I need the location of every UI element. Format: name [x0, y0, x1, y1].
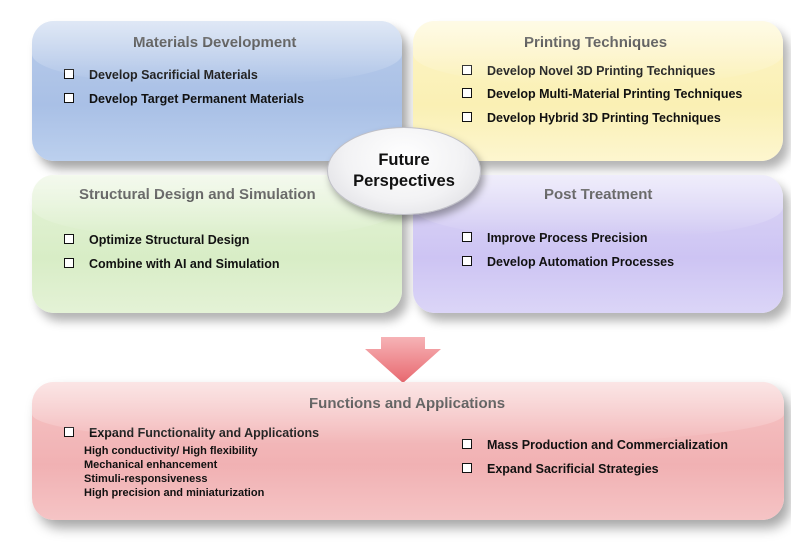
functions-sub-item-3: Stimuli-responsiveness: [84, 473, 208, 485]
checkbox-icon: [462, 439, 472, 449]
checkbox-icon: [462, 232, 472, 242]
checkbox-icon: [64, 258, 74, 268]
materials-development-title: Materials Development: [133, 34, 297, 51]
structural-item-2: Combine with AI and Simulation: [64, 257, 280, 271]
post-item-2: Develop Automation Processes: [462, 255, 674, 269]
checkbox-icon: [64, 69, 74, 79]
functions-sub-item-4: High precision and miniaturization: [84, 487, 265, 499]
checkbox-icon: [462, 463, 472, 473]
printing-techniques-panel: Printing Techniques Develop Novel 3D Pri…: [413, 21, 783, 161]
functions-right-item-1: Mass Production and Commercialization: [462, 438, 728, 452]
post-item-1: Improve Process Precision: [462, 231, 648, 245]
printing-item-1: Develop Novel 3D Printing Techniques: [462, 64, 715, 78]
functions-main-item: Expand Functionality and Applications: [64, 426, 319, 440]
post-treatment-title: Post Treatment: [544, 186, 653, 203]
printing-techniques-title: Printing Techniques: [524, 34, 668, 51]
structural-item-1: Optimize Structural Design: [64, 233, 249, 247]
future-perspectives-ellipse: Future Perspectives: [327, 127, 481, 215]
checkbox-icon: [64, 427, 74, 437]
materials-item-2: Develop Target Permanent Materials: [64, 92, 304, 106]
checkbox-icon: [64, 93, 74, 103]
structural-design-title: Structural Design and Simulation: [79, 186, 316, 203]
checkbox-icon: [462, 112, 472, 122]
functions-sub-item-2: Mechanical enhancement: [84, 459, 218, 471]
printing-item-2: Develop Multi-Material Printing Techniqu…: [462, 87, 742, 101]
down-arrow-icon: [365, 337, 441, 383]
checkbox-icon: [462, 256, 472, 266]
functions-applications-panel: Functions and Applications Expand Functi…: [32, 382, 784, 520]
functions-right-item-2: Expand Sacrificial Strategies: [462, 462, 659, 476]
materials-development-panel: Materials Development Develop Sacrificia…: [32, 21, 402, 161]
post-treatment-panel: Post Treatment Improve Process Precision…: [413, 175, 783, 313]
materials-item-1: Develop Sacrificial Materials: [64, 68, 258, 82]
checkbox-icon: [462, 65, 472, 75]
functions-sub-item-1: High conductivity/ High flexibility: [84, 445, 258, 457]
checkbox-icon: [462, 88, 472, 98]
functions-applications-title: Functions and Applications: [309, 395, 506, 412]
printing-item-3: Develop Hybrid 3D Printing Techniques: [462, 111, 721, 125]
checkbox-icon: [64, 234, 74, 244]
future-perspectives-label: Future Perspectives: [353, 151, 455, 190]
